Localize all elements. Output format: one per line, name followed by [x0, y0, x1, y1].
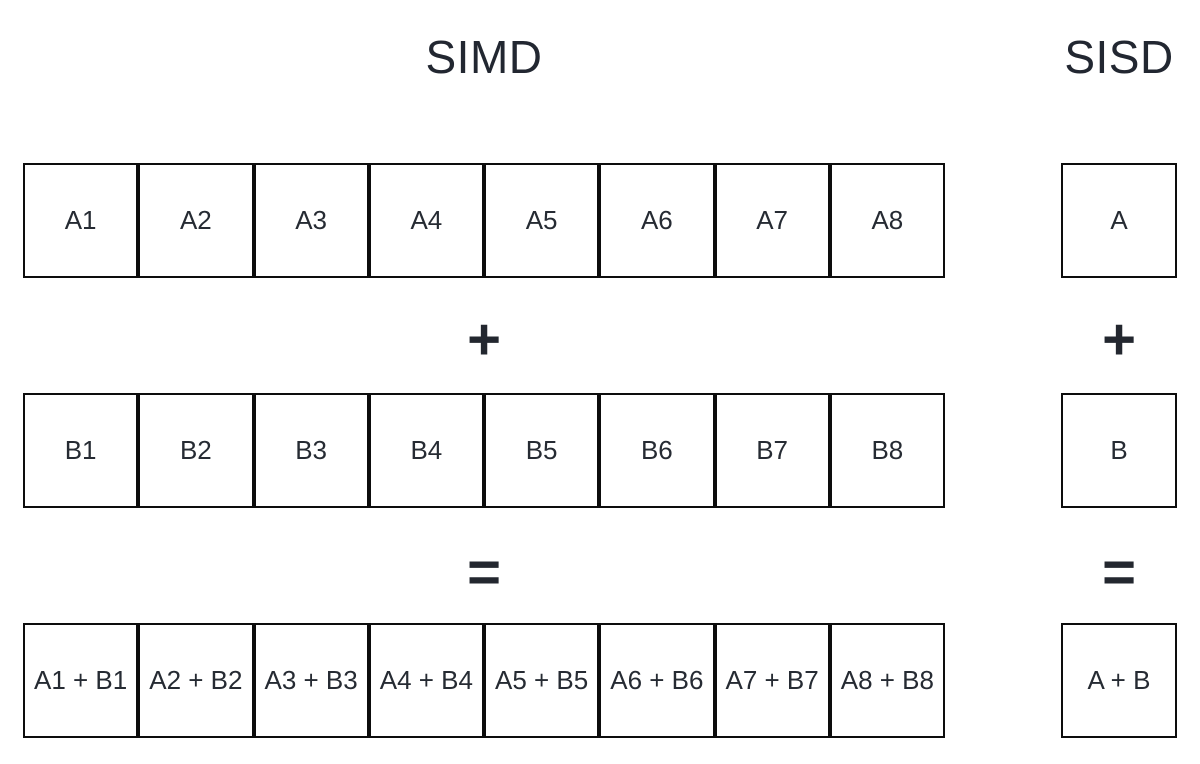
- vector-cell: A8 + B8: [829, 623, 945, 738]
- vector-cell: A1: [23, 163, 139, 278]
- sisd-result-cell: A + B: [1061, 623, 1177, 738]
- vector-cell: A8: [829, 163, 945, 278]
- vector-cell: A6 + B6: [599, 623, 715, 738]
- vector-cell: A1 + B1: [23, 623, 139, 738]
- vector-cell: A5 + B5: [484, 623, 600, 738]
- equals-sign: =: [1102, 540, 1136, 605]
- plus-sign: +: [467, 307, 501, 372]
- vector-cell: A7: [714, 163, 830, 278]
- vector-cell: A2 + B2: [138, 623, 254, 738]
- vector-cell: A6: [599, 163, 715, 278]
- sisd-scalar-b-cell: B: [1061, 393, 1177, 508]
- vector-cell: A5: [484, 163, 600, 278]
- plus-sign: +: [1102, 307, 1136, 372]
- vector-cell: B6: [599, 393, 715, 508]
- simd-vector-b-row: B1 B2 B3 B4 B5 B6 B7 B8: [23, 393, 945, 508]
- vector-cell: A2: [138, 163, 254, 278]
- vector-cell: A3: [253, 163, 369, 278]
- sisd-plus-operator: +: [1055, 309, 1183, 371]
- simd-vector-a-row: A1 A2 A3 A4 A5 A6 A7 A8: [23, 163, 945, 278]
- simd-equals-operator: =: [23, 542, 945, 604]
- sisd-scalar-a-cell: A: [1061, 163, 1177, 278]
- vector-cell: A7 + B7: [714, 623, 830, 738]
- simd-plus-operator: +: [23, 309, 945, 371]
- simd-title: SIMD: [425, 31, 543, 83]
- equals-sign: =: [467, 540, 501, 605]
- vector-cell: B3: [253, 393, 369, 508]
- vector-cell: A4: [368, 163, 484, 278]
- vector-cell: B2: [138, 393, 254, 508]
- vector-cell: B8: [829, 393, 945, 508]
- vector-cell: B5: [484, 393, 600, 508]
- vector-cell: B7: [714, 393, 830, 508]
- vector-cell: A3 + B3: [253, 623, 369, 738]
- vector-cell: B1: [23, 393, 139, 508]
- simd-result-row: A1 + B1 A2 + B2 A3 + B3 A4 + B4 A5 + B5 …: [23, 623, 945, 738]
- vector-cell: B4: [368, 393, 484, 508]
- sisd-title: SISD: [1064, 31, 1174, 83]
- sisd-equals-operator: =: [1055, 542, 1183, 604]
- vector-cell: A4 + B4: [368, 623, 484, 738]
